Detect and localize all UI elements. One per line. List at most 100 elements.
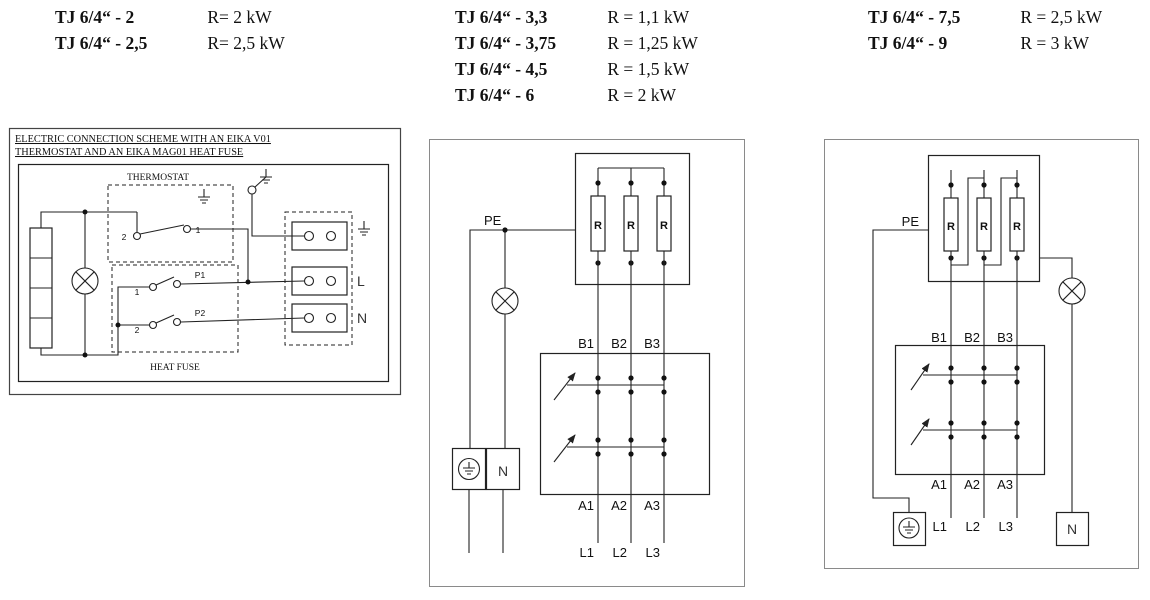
n-label: N: [498, 463, 508, 479]
pe-wire: PE: [872, 214, 928, 512]
fuse-contact: [172, 317, 182, 327]
model-row: TJ 6/4“ - 2,5 R= 2,5 kW: [55, 30, 285, 56]
earth-terminal: [247, 169, 272, 195]
contact-number: 1: [135, 287, 140, 297]
contact-number: 1: [196, 225, 201, 235]
terminal-a2-label: A2: [611, 498, 627, 513]
three-element-scheme-diagram-right: R R R PE: [824, 139, 1139, 569]
terminal-b1-label: B1: [578, 336, 594, 351]
contact-number: 2: [135, 325, 140, 335]
contact-p1-label: P1: [195, 270, 206, 280]
thermostat-contact: [132, 231, 142, 241]
model-row: TJ 6/4“ - 3,3 R = 1,1 kW: [455, 4, 698, 30]
supply-l1-label: L1: [580, 545, 594, 560]
scheme-inner-frame: [17, 163, 390, 383]
heat-fuse-label: HEAT FUSE: [150, 363, 200, 373]
switch-blade: [139, 224, 185, 235]
supply-l1-label: L1: [933, 519, 947, 534]
terminal-labels: B1 B2 B3 A1 A2 A3 L1 L2 L3: [931, 330, 1013, 534]
indicator-lamp-icon: [71, 267, 99, 295]
switch-blade: [155, 276, 175, 286]
earth-ground-icon: [903, 521, 915, 534]
terminal-labels: B1 B2 B3 A1 A2 A3 L1 L2 L3: [578, 336, 660, 560]
switch-blade: [155, 314, 175, 324]
n-terminal-box: N: [1055, 511, 1090, 547]
terminal-b3-label: B3: [644, 336, 660, 351]
scheme-title-line2: THERMOSTAT AND AN EIKA MAG01 HEAT FUSE: [15, 147, 243, 158]
model-power: R = 1,5 kW: [607, 59, 690, 79]
model-power: R = 1,1 kW: [607, 7, 690, 27]
model-row: TJ 6/4“ - 9 R = 3 kW: [868, 30, 1102, 56]
model-name: TJ 6/4“ - 3,75: [455, 33, 557, 53]
supply-l2-label: L2: [966, 519, 980, 534]
fuse-contact: [148, 320, 158, 330]
earth-ground-icon: [358, 221, 370, 236]
model-list-group-2: TJ 6/4“ - 3,3 R = 1,1 kW TJ 6/4“ - 3,75 …: [455, 4, 698, 108]
n-terminal-box: N: [485, 447, 521, 553]
contact-p2-label: P2: [195, 308, 206, 318]
model-power: R = 3 kW: [1020, 33, 1090, 53]
terminal-b2-label: B2: [964, 330, 980, 345]
model-row: TJ 6/4“ - 7,5 R = 2,5 kW: [868, 4, 1102, 30]
scheme-outer-frame: [8, 127, 402, 396]
thermostat-label: THERMOSTAT: [127, 173, 189, 183]
actuator-arrow-icon: [553, 434, 576, 463]
model-power: R= 2 kW: [207, 7, 272, 27]
model-power: R = 2,5 kW: [1020, 7, 1103, 27]
model-name: TJ 6/4“ - 4,5: [455, 59, 548, 79]
model-row: TJ 6/4“ - 4,5 R = 1,5 kW: [455, 56, 698, 82]
model-row: TJ 6/4“ - 6 R = 2 kW: [455, 82, 698, 108]
terminal-a2-label: A2: [964, 477, 980, 492]
model-name: TJ 6/4“ - 3,3: [455, 7, 548, 27]
pe-wire: PE: [469, 213, 575, 448]
thermostat-heat-fuse-scheme-diagram: ELECTRIC CONNECTION SCHEME WITH AN EIKA …: [8, 127, 402, 396]
terminal-strip: L N: [284, 211, 370, 346]
contactor-block: [539, 352, 711, 496]
terminal-l-label: L: [357, 273, 365, 289]
terminal-a1-label: A1: [931, 477, 947, 492]
model-name: TJ 6/4“ - 2,5: [55, 33, 148, 53]
thermostat-contact: [182, 224, 192, 234]
model-power: R = 2 kW: [607, 85, 677, 105]
resistor-label: R: [627, 220, 635, 232]
terminal-b3-label: B3: [997, 330, 1013, 345]
model-power: R = 1,25 kW: [607, 33, 698, 53]
contact-number: 2: [122, 232, 127, 242]
model-name: TJ 6/4“ - 6: [455, 85, 535, 105]
earth-ground-icon: [260, 169, 272, 184]
pe-terminal-box: [451, 447, 487, 553]
scheme-outer-frame: [429, 139, 745, 587]
model-name: TJ 6/4“ - 9: [868, 33, 948, 53]
model-row: TJ 6/4“ - 3,75 R = 1,25 kW: [455, 30, 698, 56]
supply-l3-label: L3: [999, 519, 1013, 534]
model-name: TJ 6/4“ - 2: [55, 7, 135, 27]
terminal-a3-label: A3: [997, 477, 1013, 492]
pe-label: PE: [902, 214, 920, 229]
terminal-b2-label: B2: [611, 336, 627, 351]
resistor-label: R: [980, 221, 988, 233]
actuator-arrow-icon: [910, 418, 930, 446]
pe-label: PE: [484, 213, 502, 228]
model-list-group-3: TJ 6/4“ - 7,5 R = 2,5 kW TJ 6/4“ - 9 R =…: [868, 4, 1102, 56]
resistor-label: R: [1013, 221, 1021, 233]
n-label: N: [1067, 521, 1077, 537]
resistor-label: R: [947, 221, 955, 233]
fuse-contact: [172, 279, 182, 289]
contactor-block: [894, 344, 1046, 476]
supply-l3-label: L3: [646, 545, 660, 560]
resistor-bank: R R R: [574, 152, 691, 286]
actuator-arrow-icon: [553, 372, 576, 401]
terminal-a1-label: A1: [578, 498, 594, 513]
model-power: R= 2,5 kW: [207, 33, 285, 53]
fuse-contact: [148, 282, 158, 292]
scheme-wiring: [40, 194, 305, 358]
resistor-label: R: [660, 220, 668, 232]
terminal-a3-label: A3: [644, 498, 660, 513]
indicator-lamp-icon: [491, 227, 519, 448]
thermostat-block: THERMOSTAT 2 1: [107, 173, 234, 263]
heating-element-symbol: [29, 227, 53, 349]
terminal-n-label: N: [357, 310, 367, 326]
pe-terminal-box: [892, 511, 927, 547]
three-element-scheme-diagram-middle: R R R PE: [429, 139, 745, 587]
